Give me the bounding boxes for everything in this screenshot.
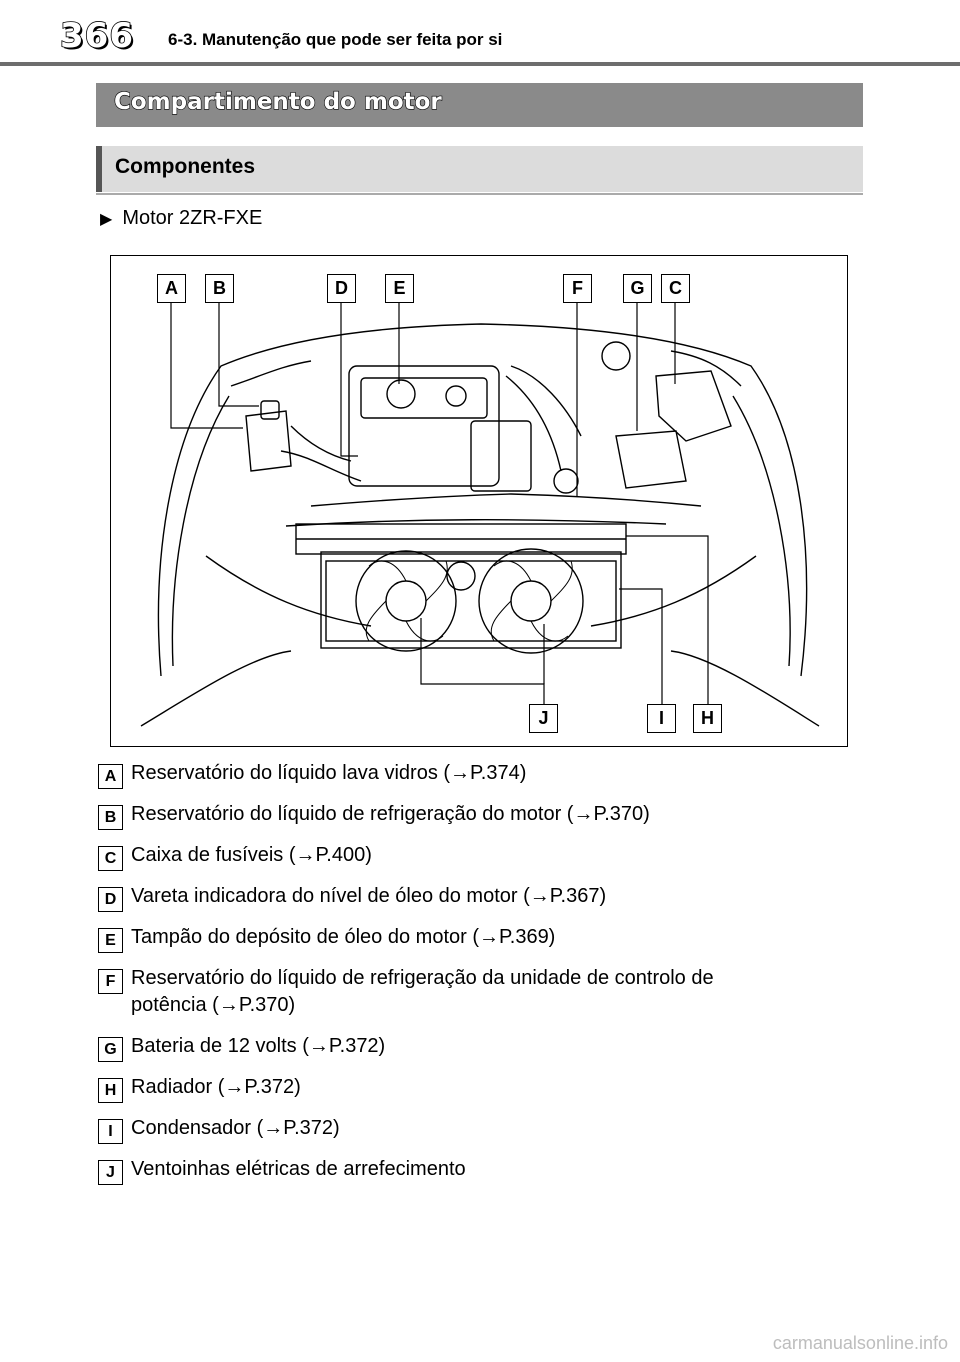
watermark: carmanualsonline.info [772,1333,948,1353]
legend-key: D [98,887,123,912]
callout-e: E [385,274,414,303]
legend-item-h: H Radiador (→P.372) [98,1074,858,1103]
callout-b: B [205,274,234,303]
legend-item-d: D Vareta indicadora do nível de óleo do … [98,883,858,912]
section-title: 6-3. Manutenção que pode ser feita por s… [168,30,503,49]
triangle-bullet-icon: ▶ [100,211,113,228]
legend-key: C [98,846,123,871]
legend-item-c: C Caixa de fusíveis (→P.400) [98,842,858,871]
legend-item-e: E Tampão do depósito de óleo do motor (→… [98,924,858,953]
legend-item-f: F Reservatório do líquido de refrigeraçã… [98,965,858,1019]
legend-text: Tampão do depósito de óleo do motor (→P.… [131,926,556,948]
legend-item-j: J Ventoinhas elétricas de arrefecimento [98,1156,858,1185]
chapter-banner: Compartimento do motor [96,83,863,127]
component-legend: A Reservatório do líquido lava vidros (→… [98,760,858,1197]
callout-c: C [661,274,690,303]
callout-a: A [157,274,186,303]
legend-item-a: A Reservatório do líquido lava vidros (→… [98,760,858,789]
legend-text: Bateria de 12 volts (→P.372) [131,1035,386,1057]
legend-key: I [98,1119,123,1144]
legend-key: A [98,764,123,789]
legend-text: Ventoinhas elétricas de arrefecimento [131,1158,466,1180]
callout-i: I [647,704,676,733]
subsection-banner-title: Componentes [115,155,256,178]
legend-item-g: G Bateria de 12 volts (→P.372) [98,1033,858,1062]
legend-text: Reservatório do líquido de refrigeração … [131,803,650,825]
legend-text-continued: potência (→P.370) [131,994,296,1016]
legend-text: Reservatório do líquido de refrigeração … [131,967,714,989]
callout-h: H [693,704,722,733]
callout-g: G [623,274,652,303]
legend-text: Reservatório do líquido lava vidros (→P.… [131,762,527,784]
engine-model-bullet: ▶ Motor 2ZR-FXE [100,207,262,230]
legend-key: E [98,928,123,953]
chapter-banner-title: Compartimento do motor [113,88,442,115]
engine-model-text: Motor 2ZR-FXE [122,207,263,229]
engine-drawing [140,302,820,727]
legend-item-i: I Condensador (→P.372) [98,1115,858,1144]
subsection-banner: Componentes [96,146,863,195]
callout-d: D [327,274,356,303]
callout-f: F [563,274,592,303]
legend-key: F [98,969,123,994]
legend-text: Caixa de fusíveis (→P.400) [131,844,372,866]
legend-key: J [98,1160,123,1185]
legend-key: B [98,805,123,830]
page-number: 366 [59,15,134,57]
callout-j: J [529,704,558,733]
legend-text: Condensador (→P.372) [131,1117,340,1139]
legend-text: Radiador (→P.372) [131,1076,301,1098]
legend-text: Vareta indicadora do nível de óleo do mo… [131,885,607,907]
legend-item-b: B Reservatório do líquido de refrigeraçã… [98,801,858,830]
legend-key: G [98,1037,123,1062]
header-divider [0,62,960,66]
legend-key: H [98,1078,123,1103]
engine-compartment-illustration: A B D E F G C J I H [110,255,848,747]
